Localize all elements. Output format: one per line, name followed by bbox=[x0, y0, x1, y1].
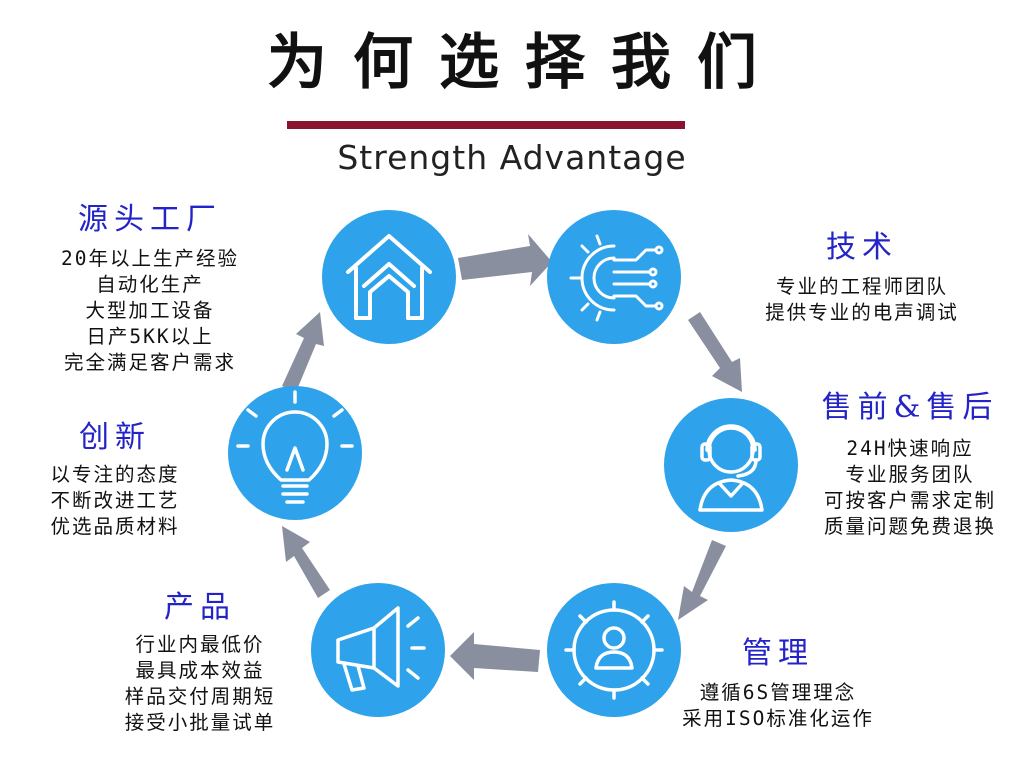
innovation-line: 不断改进工艺 bbox=[50, 489, 180, 512]
factory-line: 大型加工设备 bbox=[85, 299, 215, 322]
innovation-line: 优选品质材料 bbox=[50, 515, 180, 538]
heading-management: 管理 bbox=[742, 636, 814, 671]
service-line: 可按客户需求定制 bbox=[823, 489, 996, 512]
heading-innovation: 创新 bbox=[79, 420, 151, 455]
tech-line: 提供专业的电声调试 bbox=[765, 301, 959, 324]
product-line: 行业内最低价 bbox=[135, 633, 265, 656]
heading-tech: 技术 bbox=[826, 230, 898, 265]
arrow-innovation-to-factory bbox=[282, 312, 324, 392]
block-product: 产品 行业内最低价 最具成本效益 样品交付周期短 接受小批量试单 bbox=[90, 588, 310, 736]
arrow-service-to-management bbox=[678, 540, 726, 620]
management-line: 遵循6S管理理念 bbox=[699, 681, 857, 704]
heading-product: 产品 bbox=[164, 590, 236, 625]
node-circle-tech bbox=[547, 210, 681, 344]
megaphone-icon bbox=[336, 606, 426, 692]
block-innovation: 创新 以专注的态度 不断改进工艺 优选品质材料 bbox=[20, 418, 210, 540]
product-line: 样品交付周期短 bbox=[124, 685, 276, 708]
arrow-product-to-innovation bbox=[282, 526, 330, 598]
arrow-factory-to-tech bbox=[458, 234, 552, 286]
heading-factory: 源头工厂 bbox=[78, 202, 222, 237]
factory-line: 自动化生产 bbox=[96, 273, 204, 296]
innovation-line: 以专注的态度 bbox=[50, 463, 180, 486]
block-factory: 源头工厂 20年以上生产经验 自动化生产 大型加工设备 日产5KK以上 完全满足… bbox=[40, 200, 260, 376]
management-line: 采用ISO标准化运作 bbox=[682, 707, 874, 730]
node-circle-product bbox=[311, 583, 445, 717]
service-line: 24H快速响应 bbox=[846, 437, 974, 460]
house-icon bbox=[346, 234, 432, 320]
factory-line: 20年以上生产经验 bbox=[61, 247, 239, 270]
block-management: 管理 遵循6S管理理念 采用ISO标准化运作 bbox=[668, 634, 888, 732]
circuit-gear-icon bbox=[569, 234, 664, 322]
block-service: 售前&售后 24H快速响应 专业服务团队 可按客户需求定制 质量问题免费退换 bbox=[800, 388, 1020, 540]
product-line: 最具成本效益 bbox=[135, 659, 265, 682]
lightbulb-icon bbox=[236, 390, 354, 504]
factory-line: 完全满足客户需求 bbox=[63, 351, 236, 374]
factory-line: 日产5KK以上 bbox=[86, 325, 214, 348]
gear-person-icon bbox=[564, 600, 664, 700]
page-subtitle: Strength Advantage bbox=[337, 138, 687, 177]
tech-line: 专业的工程师团队 bbox=[775, 275, 948, 298]
block-tech: 技术 专业的工程师团队 提供专业的电声调试 bbox=[742, 228, 982, 326]
headset-agent-icon bbox=[698, 424, 764, 512]
heading-service: 售前&售后 bbox=[821, 390, 999, 425]
node-circle-service bbox=[664, 398, 798, 532]
service-line: 质量问题免费退换 bbox=[823, 515, 996, 538]
product-line: 接受小批量试单 bbox=[124, 711, 276, 734]
page-title: 为何选择我们 bbox=[267, 28, 783, 98]
arrow-management-to-product bbox=[450, 632, 540, 680]
arrow-tech-to-service bbox=[688, 312, 742, 392]
service-line: 专业服务团队 bbox=[845, 463, 975, 486]
title-divider bbox=[287, 121, 685, 129]
